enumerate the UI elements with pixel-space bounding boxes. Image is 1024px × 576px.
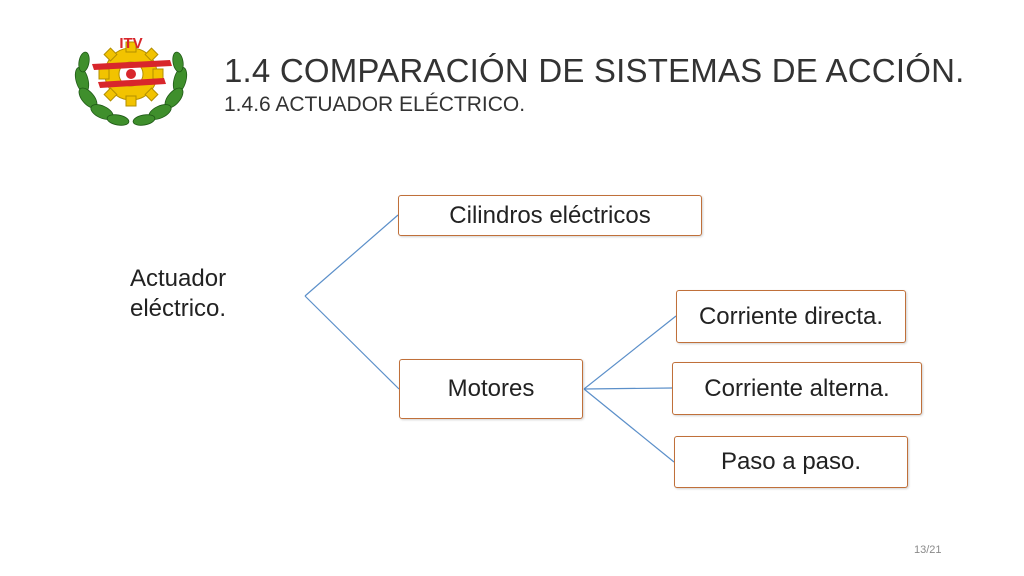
connector-motores-alterna <box>583 387 673 390</box>
itv-logo-graphic: ITV <box>74 35 188 126</box>
page-number: 13/21 <box>914 544 942 556</box>
node-paso-a-paso: Paso a paso. <box>674 436 908 488</box>
node-corriente-alterna: Corriente alterna. <box>672 362 922 415</box>
connector-root-motores <box>304 295 400 390</box>
root-node-line-2: eléctrico. <box>130 295 227 322</box>
node-motores: Motores <box>399 359 583 419</box>
node-cilindros-electricos: Cilindros eléctricos <box>398 195 702 236</box>
node-corriente-directa: Corriente directa. <box>676 290 906 343</box>
connector-motores-paso <box>583 388 675 463</box>
root-node-label: Actuador eléctrico. <box>130 264 226 324</box>
connector-motores-directa <box>583 315 677 390</box>
slide-subtitle: 1.4.6 ACTUADOR ELÉCTRICO. <box>224 93 526 116</box>
svg-text:ITV: ITV <box>119 35 142 52</box>
connector-root-cilindros <box>304 214 399 297</box>
root-node-line-1: Actuador <box>130 265 227 292</box>
itv-logo: ITV <box>68 30 194 130</box>
slide-title: 1.4 COMPARACIÓN DE SISTEMAS DE ACCIÓN. <box>224 52 965 89</box>
